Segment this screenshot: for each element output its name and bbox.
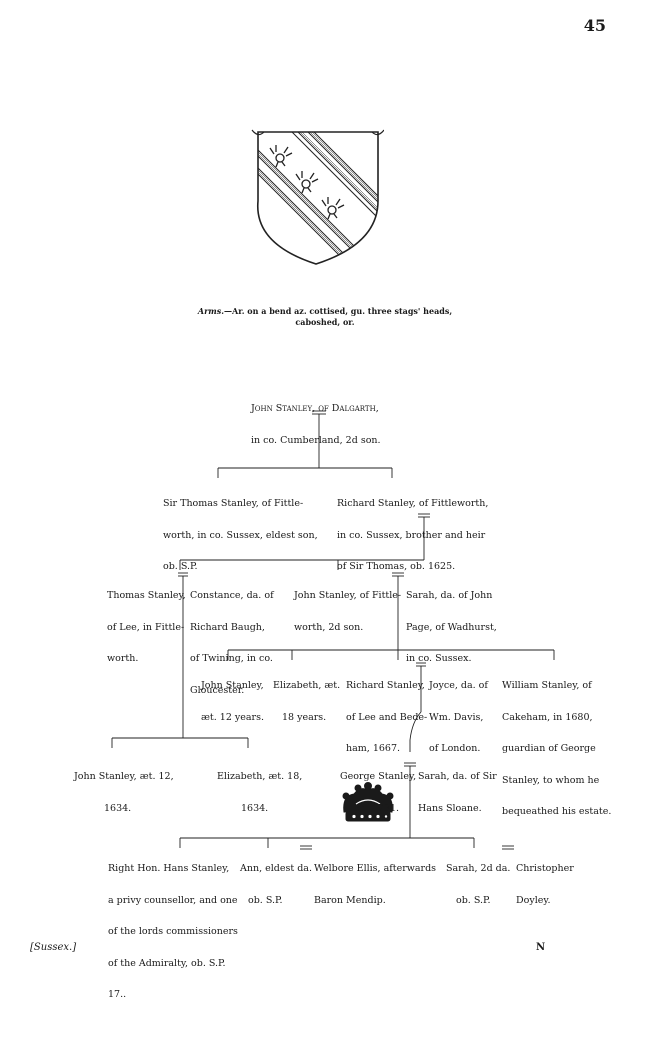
person-line: ob. S.P. <box>248 894 283 906</box>
person-line: of Twining, in co. <box>190 653 273 664</box>
person-sarah-sloane: Sarah, da. of Sir Hans Sloane. <box>418 751 497 825</box>
person-line: Wm. Davis, <box>429 711 484 723</box>
person-line: John Stanley, <box>201 680 264 691</box>
person-line: Sarah, da. of Sir <box>418 771 497 782</box>
person-line: Richard Stanley, <box>346 680 425 691</box>
person-line: William Stanley, of <box>502 680 592 691</box>
person-line: Sir Thomas Stanley, of Fittle- <box>163 498 304 509</box>
person-line: Sarah, 2d da. <box>446 863 511 874</box>
person-sarah-page: Sarah, da. of John Page, of Wadhurst, in… <box>406 570 497 675</box>
person-line: Elizabeth, æt. <box>273 680 341 691</box>
person-line: ob. 1731. <box>354 802 400 814</box>
person-line: in co. Cumberland, 2d son. <box>251 434 381 446</box>
person-line: a privy counsellor, and one <box>108 894 238 906</box>
page-number: 45 <box>583 16 606 35</box>
person-welbore: Welbore Ellis, afterwards Baron Mendip. <box>314 843 436 917</box>
person-line: bequeathed his estate. <box>502 806 612 817</box>
arms-text-line1: —Ar. on a bend az. cottised, gu. three s… <box>224 306 453 316</box>
person-richard-fittleworth: Richard Stanley, of Fittleworth, in co. … <box>337 478 488 583</box>
coronet-icon <box>342 782 394 822</box>
person-line: Elizabeth, æt. 18, <box>217 771 303 782</box>
person-line: 1634. <box>104 802 132 814</box>
person-line: ham, 1667. <box>346 743 401 754</box>
person-john-1634: John Stanley, æt. 12, 1634. <box>74 751 174 825</box>
arms-blazon: Arms.—Ar. on a bend az. cottised, gu. th… <box>195 306 455 328</box>
person-elizabeth-1634: Elizabeth, æt. 18, 1634. <box>217 751 302 825</box>
person-line: 18 years. <box>282 711 327 723</box>
person-line: John Stanley, æt. 12, <box>74 771 174 782</box>
person-thomas-lee: Thomas Stanley, of Lee, in Fittle- worth… <box>107 570 186 675</box>
footer-county: [Sussex.] <box>30 942 77 953</box>
person-john-12: John Stanley, æt. 12 years. <box>201 660 264 734</box>
person-joyce: Joyce, da. of Wm. Davis, of London. <box>429 660 488 765</box>
person-line: Hans Sloane. <box>418 802 482 814</box>
person-richard-lee: Richard Stanley, of Lee and Bede- ham, 1… <box>346 660 427 765</box>
person-elizabeth-18: Elizabeth, æt. 18 years. <box>273 660 340 734</box>
person-line: 1634. <box>241 802 269 814</box>
person-line: of London. <box>429 743 481 754</box>
person-line: guardian of George <box>502 743 596 754</box>
person-john-fittle: John Stanley, of Fittle- worth, 2d son. <box>294 570 401 644</box>
person-line: Cakeham, in 1680, <box>502 711 593 723</box>
person-line: John Stanley, of Fittle- <box>294 590 402 601</box>
person-line: Right Hon. Hans Stanley, <box>108 863 230 874</box>
person-line: of Lee and Bede- <box>346 711 428 723</box>
person-line: Doyley. <box>516 894 551 906</box>
person-line: Richard Baugh, <box>190 621 265 633</box>
person-line: John Stanley, of Dalgarth, <box>251 403 379 414</box>
person-line: Gloucester. <box>190 684 245 696</box>
person-line: of Lee, in Fittle- <box>107 621 185 633</box>
person-line: worth, in co. Sussex, eldest son, <box>163 529 318 541</box>
person-christopher: Christopher Doyley. <box>516 843 574 917</box>
person-hans: Right Hon. Hans Stanley, a privy counsel… <box>108 843 238 1011</box>
person-line: worth, 2d son. <box>294 621 364 633</box>
person-line: ob. S.P. <box>456 894 491 906</box>
person-john-dalgarth: John Stanley, of Dalgarth, in co. Cumber… <box>251 383 381 457</box>
arms-text-line2: caboshed, or. <box>295 317 355 327</box>
person-line: Ann, eldest da. <box>240 863 312 874</box>
person-line: Thomas Stanley, <box>107 590 186 601</box>
person-line: Sarah, da. of John <box>406 590 493 601</box>
person-line: of the Admiralty, ob. S.P. <box>108 957 226 969</box>
person-line: George Stanley, <box>340 771 417 782</box>
person-line: Richard Stanley, of Fittleworth, <box>337 498 489 509</box>
person-sir-thomas: Sir Thomas Stanley, of Fittle- worth, in… <box>163 478 318 583</box>
person-line: 17.. <box>108 989 127 1000</box>
person-ann: Ann, eldest da. ob. S.P. <box>240 843 312 917</box>
coat-of-arms-shield <box>251 129 384 265</box>
person-line: Page, of Wadhurst, <box>406 621 497 633</box>
person-line: Baron Mendip. <box>314 894 386 906</box>
person-line: æt. 12 years. <box>201 711 264 723</box>
person-line: of Sir Thomas, ob. 1625. <box>337 561 456 572</box>
person-constance: Constance, da. of Richard Baugh, of Twin… <box>190 570 274 707</box>
person-line: Christopher <box>516 863 574 874</box>
person-line: ob. S.P. <box>163 561 198 572</box>
person-sarah-2d: Sarah, 2d da. ob. S.P. <box>446 843 510 917</box>
person-george: George Stanley, ob. 1731. <box>340 751 416 825</box>
person-line: Constance, da. of <box>190 590 274 601</box>
footer-signature: N <box>536 942 546 953</box>
person-line: Welbore Ellis, afterwards <box>314 863 437 874</box>
person-line: Stanley, to whom he <box>502 774 600 786</box>
person-line: in co. Sussex. <box>406 653 472 664</box>
person-line: Joyce, da. of <box>429 680 488 691</box>
person-line: in co. Sussex, brother and heir <box>337 529 486 541</box>
person-william-cakeham: William Stanley, of Cakeham, in 1680, gu… <box>502 660 611 828</box>
arms-label: Arms. <box>197 306 225 316</box>
person-line: worth. <box>107 653 139 664</box>
person-line: of the lords commissioners <box>108 926 238 937</box>
